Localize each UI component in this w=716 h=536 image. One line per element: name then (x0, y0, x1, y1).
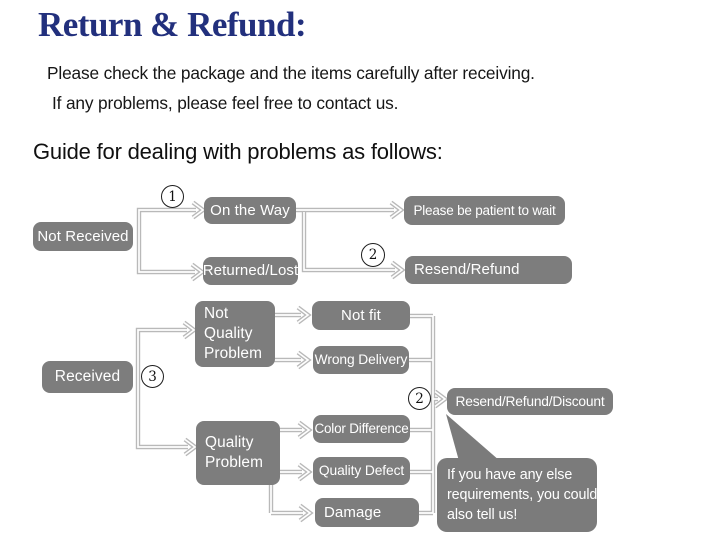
intro-line-1: Please check the package and the items c… (47, 63, 535, 83)
guide-heading: Guide for dealing with problems as follo… (33, 139, 443, 164)
step-marker-3: 3 (141, 365, 164, 388)
bubble-tail (446, 414, 500, 461)
intro-line-2: If any problems, please feel free to con… (52, 93, 399, 113)
node-not-fit: Not fit (312, 301, 410, 330)
node-on-the-way: On the Way (204, 197, 296, 224)
node-not-quality-problem: Not Quality Problem (195, 301, 275, 367)
page-title: Return & Refund: (38, 5, 307, 44)
node-resend-refund-discount: Resend/Refund/Discount (447, 388, 613, 415)
node-quality-defect: Quality Defect (313, 457, 410, 485)
node-returned-lost: Returned/Lost (203, 257, 298, 285)
node-received: Received (42, 361, 133, 393)
note-bubble: If you have any else requirements, you c… (437, 458, 597, 532)
node-color-difference: Color Difference (313, 415, 410, 443)
step-marker-2-top: 2 (361, 243, 385, 267)
step-marker-1: 1 (161, 185, 184, 208)
step-marker-2-bottom: 2 (408, 387, 431, 410)
node-quality-problem: Quality Problem (196, 421, 280, 485)
node-damage: Damage (315, 498, 419, 527)
node-wrong-delivery: Wrong Delivery (313, 346, 409, 374)
node-not-received: Not Received (33, 222, 133, 251)
node-please-be-patient: Please be patient to wait (404, 196, 565, 225)
node-resend-refund: Resend/Refund (405, 256, 572, 284)
